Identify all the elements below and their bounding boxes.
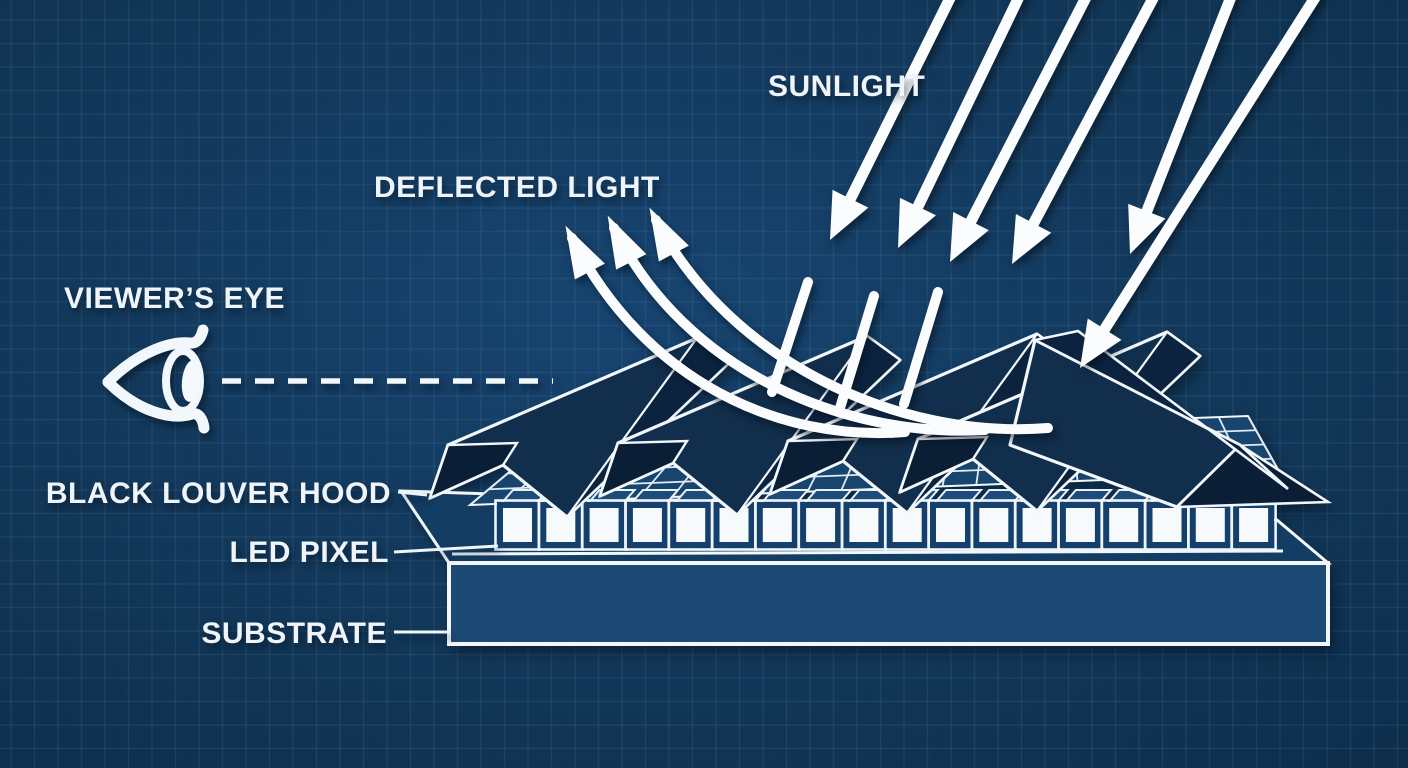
labels: SUNLIGHT DEFLECTED LIGHT VIEWER’S EYE BL… xyxy=(46,70,925,650)
louver-fold-face xyxy=(1173,443,1333,509)
pixel-front-face xyxy=(1059,502,1101,548)
arrow-shaft xyxy=(1091,0,1321,346)
label-black-louver-hood: BLACK LOUVER HOOD xyxy=(46,477,391,510)
connector-led-pixel xyxy=(393,544,499,554)
arrow-shaft xyxy=(958,0,1091,238)
arrow-shaft xyxy=(1021,0,1159,241)
arrow-head xyxy=(649,207,689,262)
arrow-head xyxy=(607,215,647,270)
louver-side-facet xyxy=(427,441,520,501)
light-rays xyxy=(565,0,1321,438)
pixel-front-face xyxy=(930,502,971,548)
sunlight-arrow xyxy=(950,0,1091,262)
led-pixel-cube xyxy=(580,489,637,551)
arrow-shaft xyxy=(567,233,910,438)
led-pixel-cube xyxy=(1057,489,1114,551)
label-viewers-eye: VIEWER’S EYE xyxy=(64,282,285,315)
sunlight-arrow xyxy=(1128,0,1236,254)
pixel-front-face xyxy=(1146,502,1188,548)
led-pixel-cube xyxy=(840,489,897,551)
sunlight-arrow xyxy=(1012,0,1159,264)
eye-icon xyxy=(102,324,210,434)
louver-blade xyxy=(1008,329,1333,509)
led-pixel-cube xyxy=(624,489,681,551)
sunlight-arrow xyxy=(898,0,1024,248)
pixel-front-face xyxy=(973,502,1015,548)
arrow-head xyxy=(1012,213,1052,264)
louver-top-strip xyxy=(1031,329,1289,491)
deflected-light-arrow xyxy=(565,225,910,438)
pixel-front-face xyxy=(843,502,885,548)
louver-side-facet xyxy=(767,437,860,497)
pixel-base-edge xyxy=(451,549,1284,556)
pixel-front-face xyxy=(756,502,798,548)
eye-lower-lid xyxy=(102,376,210,434)
arrow-shaft xyxy=(609,223,990,436)
deflected-light-arrows xyxy=(565,207,1053,438)
pixel-front-face xyxy=(1233,502,1275,548)
led-pixel-cube xyxy=(970,489,1027,551)
arrow-head xyxy=(1080,318,1122,368)
arrow-shaft xyxy=(1135,0,1236,229)
arrow-shaft xyxy=(838,0,956,216)
sunlight-arrow xyxy=(1080,0,1321,368)
pixel-front-face xyxy=(670,502,712,548)
eye-pupil xyxy=(181,360,201,402)
arrow-head xyxy=(830,189,869,240)
arrow-head xyxy=(565,225,605,280)
pixel-front-face xyxy=(497,502,538,548)
arrow-head xyxy=(950,211,989,262)
deflected-light-arrow xyxy=(607,215,990,436)
label-led-pixel: LED PIXEL xyxy=(229,536,389,569)
eye-upper-lid xyxy=(102,324,209,388)
blocked-ray xyxy=(767,277,813,397)
label-deflected-light: DEFLECTED LIGHT xyxy=(374,171,660,204)
label-sunlight: SUNLIGHT xyxy=(768,70,925,103)
blocked-ray xyxy=(899,287,943,409)
connector-black-louver-hood xyxy=(397,490,428,497)
louver-side-facet xyxy=(897,435,990,495)
pixel-front-face xyxy=(626,502,668,548)
arrow-head xyxy=(898,197,936,248)
pixel-front-face xyxy=(800,502,842,548)
label-substrate: SUBSTRATE xyxy=(201,617,387,650)
arrow-shaft xyxy=(651,215,1053,435)
deflected-light-arrow xyxy=(649,207,1053,435)
arrow-head xyxy=(1128,203,1166,254)
pixel-front-face xyxy=(583,502,625,548)
pixel-front-face xyxy=(1189,502,1231,548)
substrate-front-face xyxy=(447,561,1330,646)
sunlight-arrows xyxy=(830,0,1321,368)
led-display-assembly xyxy=(398,329,1333,646)
sunlight-arrow xyxy=(830,0,956,240)
arrow-shaft xyxy=(906,0,1024,224)
pixel-front-face xyxy=(1103,502,1145,548)
louver-side-facet xyxy=(597,439,690,499)
